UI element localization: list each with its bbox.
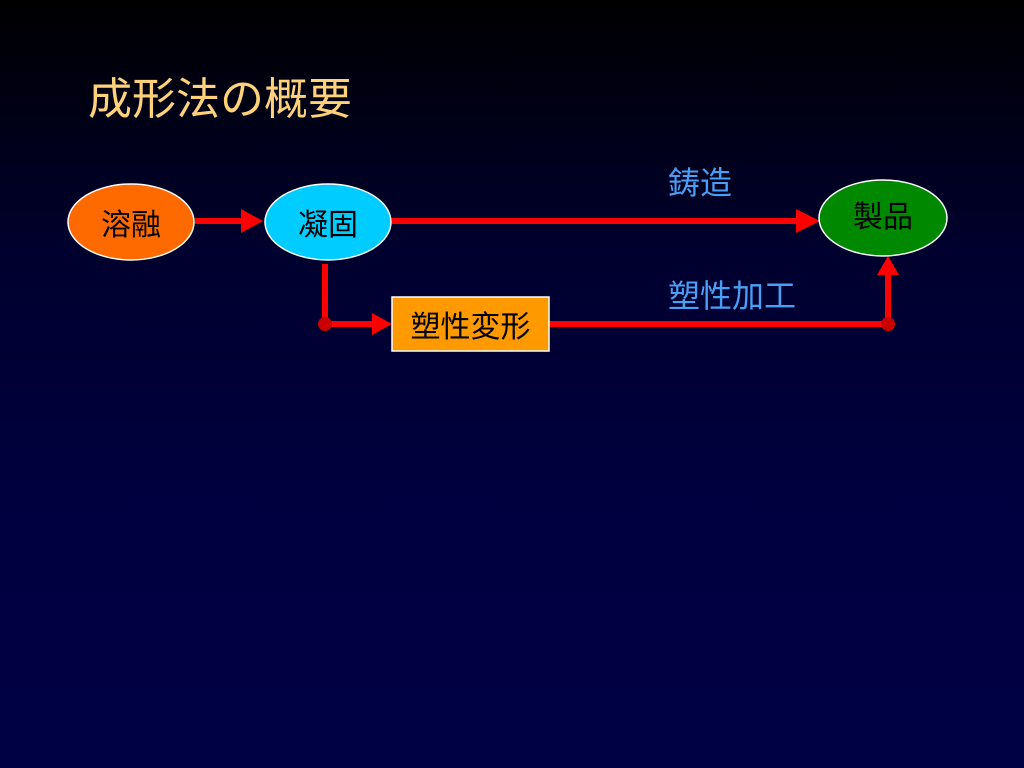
- arrowhead-to-deformation: [372, 313, 392, 335]
- plastic-deformation-node-label: 塑性変形: [410, 310, 531, 345]
- product-node-shape: [818, 179, 948, 257]
- solidification-node-shape: [264, 183, 392, 261]
- melting-node-label: 溶融: [101, 208, 161, 243]
- plastic-deformation-node-shape: [391, 296, 550, 352]
- arrowhead-to-product: [877, 256, 899, 275]
- melting-node-shape: [67, 183, 195, 261]
- slide-title: 成形法の概要: [88, 74, 352, 125]
- casting-label: 鋳造: [668, 164, 733, 202]
- arrowhead-melting-to-solidification: [241, 209, 263, 233]
- solidification-node-label: 凝固: [298, 208, 358, 243]
- arrowhead-casting: [796, 209, 820, 233]
- plastic-working-label: 塑性加工: [668, 277, 797, 315]
- joint-dot-right: [881, 317, 895, 331]
- joint-dot-left: [318, 317, 332, 331]
- product-node-label: 製品: [853, 200, 913, 235]
